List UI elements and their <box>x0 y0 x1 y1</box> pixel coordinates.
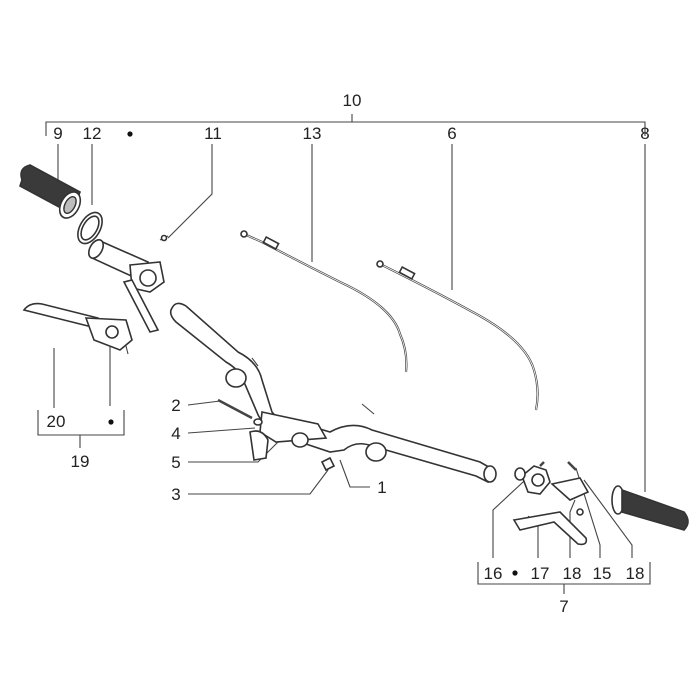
label-20: 20 <box>47 412 66 431</box>
label-10: 10 <box>343 91 362 110</box>
right-lever-assembly <box>512 461 590 546</box>
label-12: 12 <box>83 124 102 143</box>
dot-marker-19 <box>108 419 114 425</box>
label-17: 17 <box>531 564 550 583</box>
mounting-hardware <box>217 398 336 472</box>
label-13: 13 <box>303 124 322 143</box>
dot-marker-7 <box>512 570 518 576</box>
label-11: 11 <box>204 124 222 143</box>
cable-6 <box>376 260 539 411</box>
cable-13 <box>240 230 408 373</box>
label-16: 16 <box>484 564 503 583</box>
label-4: 4 <box>171 424 180 443</box>
right-grip <box>611 485 689 531</box>
throttle-assembly <box>87 234 169 333</box>
handlebar <box>169 302 497 484</box>
label-19: 19 <box>71 452 90 471</box>
dot-marker-top <box>127 131 133 137</box>
label-15: 15 <box>593 564 612 583</box>
left-brake-lever <box>22 302 133 355</box>
label-7: 7 <box>559 597 568 616</box>
label-6: 6 <box>447 124 456 143</box>
o-ring <box>77 211 103 245</box>
label-9: 9 <box>53 124 62 143</box>
label-1: 1 <box>377 478 386 497</box>
label-8: 8 <box>640 124 649 143</box>
label-18-left: 18 <box>563 564 582 583</box>
label-2: 2 <box>171 396 180 415</box>
label-3: 3 <box>171 485 180 504</box>
left-grip <box>19 164 82 219</box>
label-5: 5 <box>171 453 180 472</box>
label-18-right: 18 <box>626 564 645 583</box>
